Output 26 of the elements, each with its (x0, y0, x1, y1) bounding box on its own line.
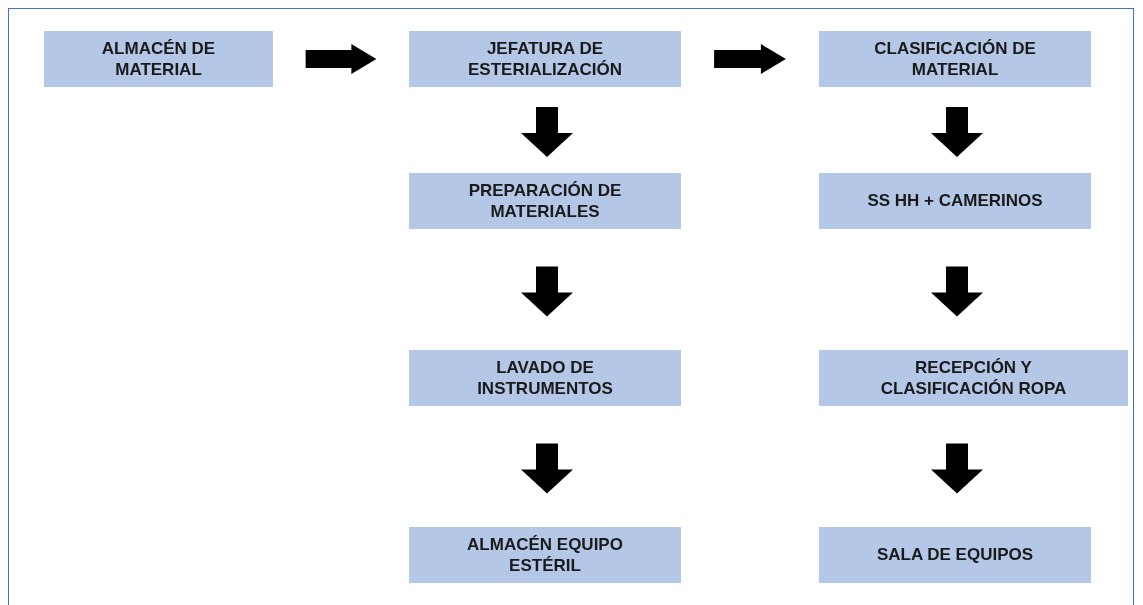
process-box (44, 31, 273, 87)
box-label: PREPARACIÓN DE MATERIALES (467, 179, 623, 223)
process-box (819, 31, 1091, 87)
process-box (819, 350, 1128, 406)
block-arrow (931, 107, 983, 157)
box-label: ALMACÉN DE MATERIAL (100, 37, 217, 81)
box-label: LAVADO DE INSTRUMENTOS (476, 356, 614, 400)
box-label: JEFATURA DE ESTERIALIZACIÓN (467, 37, 623, 81)
block-arrow (521, 443, 573, 494)
process-box (409, 527, 681, 583)
process-box (819, 173, 1091, 229)
block-arrow (931, 266, 983, 317)
process-box (819, 527, 1091, 583)
process-box (409, 350, 681, 406)
block-arrow (931, 443, 983, 494)
box-label: RECEPCIÓN Y CLASIFICACIÓN ROPA (879, 356, 1068, 400)
process-box (409, 173, 681, 229)
process-box (409, 31, 681, 87)
block-arrow (521, 107, 573, 157)
box-label: ALMACÉN EQUIPO ESTÉRIL (466, 533, 624, 577)
box-label: CLASIFICACIÓN DE MATERIAL (873, 37, 1037, 81)
box-label: SS HH + CAMERINOS (867, 190, 1043, 212)
block-arrow (714, 44, 786, 74)
block-arrow (305, 44, 377, 74)
box-label: SALA DE EQUIPOS (876, 544, 1034, 566)
block-arrow (521, 266, 573, 317)
